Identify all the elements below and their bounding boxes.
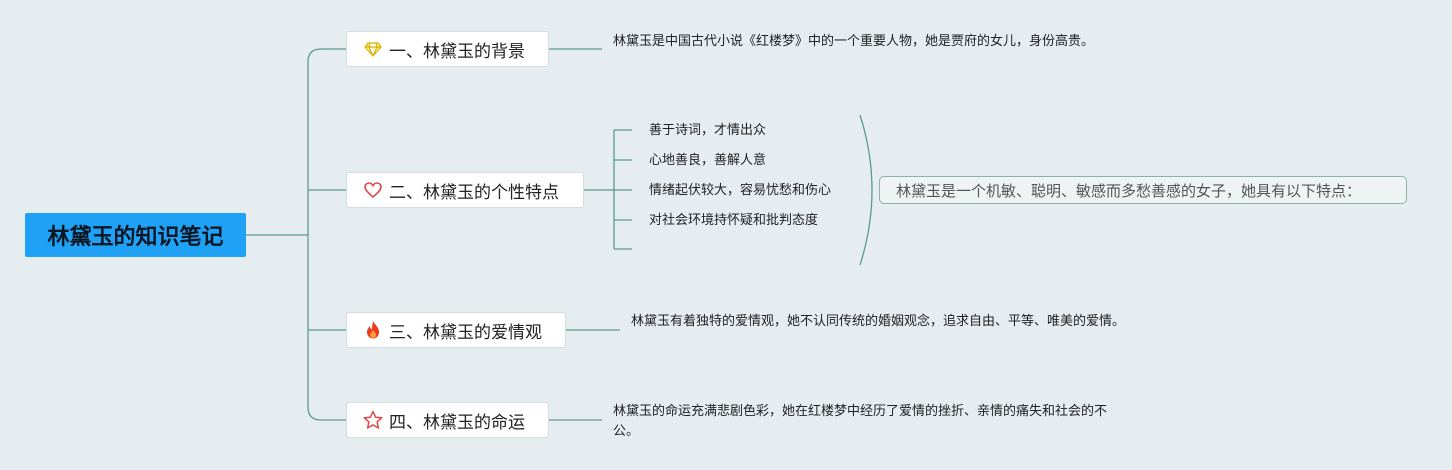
- trait-item: 善于诗词，才情出众: [649, 123, 767, 138]
- root-title: 林黛玉的知识笔记: [47, 225, 224, 250]
- fate-note: 林黛玉的命运充满悲剧色彩，她在红楼梦中经历了爱情的挫折、亲情的痛失和社会的不公。: [613, 404, 1108, 439]
- summary-brace: [859, 114, 873, 266]
- trait-item: 心地善良，善解人意: [649, 153, 767, 168]
- branch-label: 四、林黛玉的命运: [389, 412, 525, 433]
- personality-summary[interactable]: 林黛玉是一个机敏、聪明、敏感而多愁善感的女子，她具有以下特点：: [879, 176, 1407, 204]
- branch2-items-line: [584, 129, 632, 250]
- branch-label: 二、林黛玉的个性特点: [389, 182, 559, 203]
- background-note: 林黛玉是中国古代小说《红楼梦》中的一个重要人物，她是贾府的女儿，身份高贵。: [613, 34, 1095, 49]
- star-icon: [363, 410, 383, 430]
- branch-background[interactable]: 一、林黛玉的背景: [346, 31, 549, 67]
- diamond-icon: [363, 39, 383, 59]
- root-node[interactable]: 林黛玉的知识笔记: [25, 213, 246, 257]
- branch-label: 三、林黛玉的爱情观: [389, 322, 542, 343]
- love-view-note: 林黛玉有着独特的爱情观，她不认同传统的婚姻观念，追求自由、平等、唯美的爱情。: [631, 314, 1126, 329]
- branch-label: 一、林黛玉的背景: [389, 41, 525, 62]
- fire-icon: [363, 320, 383, 340]
- branch-personality[interactable]: 二、林黛玉的个性特点: [346, 172, 584, 208]
- trait-item: 情绪起伏较大，容易忧愁和伤心: [649, 183, 832, 198]
- heart-icon: [363, 180, 383, 200]
- summary-text: 林黛玉是一个机敏、聪明、敏感而多愁善感的女子，她具有以下特点：: [896, 181, 1362, 200]
- trait-item: 对社会环境持怀疑和批判态度: [649, 213, 819, 228]
- trunk-line: [307, 48, 346, 421]
- branch-love-view[interactable]: 三、林黛玉的爱情观: [346, 312, 566, 348]
- branch-fate[interactable]: 四、林黛玉的命运: [346, 402, 549, 438]
